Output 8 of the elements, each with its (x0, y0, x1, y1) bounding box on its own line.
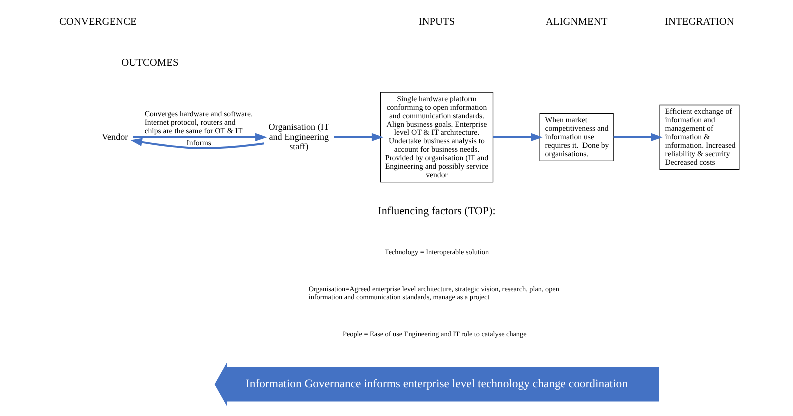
label: CONVERGENCE (58, 16, 136, 28)
node-text: Organisation (IT and Engineering staff) (268, 122, 329, 152)
label: INTEGRATION (664, 16, 734, 28)
label: OUTCOMES (121, 58, 178, 69)
label: INPUTS (418, 16, 455, 28)
label: Influencing factors (TOP): (378, 205, 496, 218)
node-text: Vendor (101, 132, 128, 142)
label: ALIGNMENT (545, 16, 608, 28)
